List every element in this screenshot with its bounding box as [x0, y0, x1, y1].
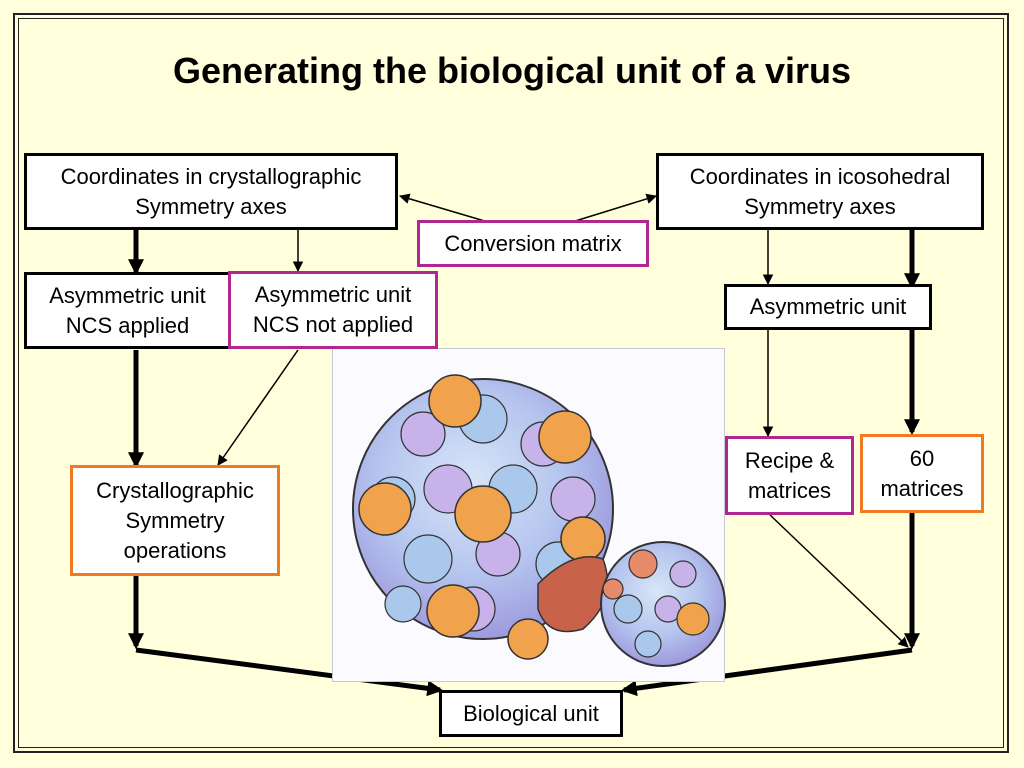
virus-capsid-illustration	[352, 374, 726, 667]
conversion-matrix-label: Conversion matrix	[444, 230, 622, 256]
arrow-conversion-to-crystal	[398, 193, 489, 223]
arrow-recipe-to-junction	[767, 512, 909, 648]
conversion-matrix-box: Conversion matrix	[417, 220, 649, 267]
sixty-matrices-label: 60 matrices	[880, 445, 964, 501]
slide-title: Generating the biological unit of a viru…	[172, 50, 852, 91]
sixty-matrices-box: 60 matrices	[860, 434, 984, 513]
asym-unit-ncs-not-applied-label: Asymmetric unit NCS not applied	[252, 282, 414, 337]
slide-frame-outer	[13, 13, 1009, 753]
arrow-conversion-to-icosa	[571, 193, 658, 223]
biological-unit-box: Biological unit	[439, 690, 623, 737]
recipe-matrices-label: Recipe & matrices	[744, 447, 835, 503]
crystallographic-coordinates-box: Coordinates in crystallographic Symmetry…	[24, 153, 398, 230]
arrow-right-to-bio-unit	[620, 647, 913, 697]
arrow-left-to-bio-unit	[135, 647, 444, 697]
asym-unit-ncs-applied-box: Asymmetric unit NCS applied	[24, 272, 231, 349]
slide-frame-inner	[18, 18, 1004, 748]
crystallographic-symmetry-operations-label: Crystallographic Symmetry operations	[96, 477, 254, 563]
crystallographic-symmetry-operations-box: Crystallographic Symmetry operations	[70, 465, 280, 576]
virus-image-panel	[332, 348, 726, 682]
icosahedral-coordinates-box: Coordinates in icosohedral Symmetry axes	[656, 153, 984, 230]
crystallographic-coordinates-label: Coordinates in crystallographic Symmetry…	[60, 163, 362, 219]
asym-unit-ncs-applied-label: Asymmetric unit NCS applied	[49, 282, 206, 338]
arrow-asym-not-applied-to-ops	[217, 349, 299, 466]
asym-unit-ncs-not-applied-box: Asymmetric unit NCS not applied	[228, 271, 438, 349]
icosahedral-coordinates-label: Coordinates in icosohedral Symmetry axes	[689, 163, 951, 219]
biological-unit-label: Biological unit	[463, 700, 599, 726]
asym-unit-icosahedral-box: Asymmetric unit	[724, 284, 932, 330]
asym-unit-icosahedral-label: Asymmetric unit	[749, 294, 907, 319]
recipe-matrices-box: Recipe & matrices	[725, 436, 854, 515]
